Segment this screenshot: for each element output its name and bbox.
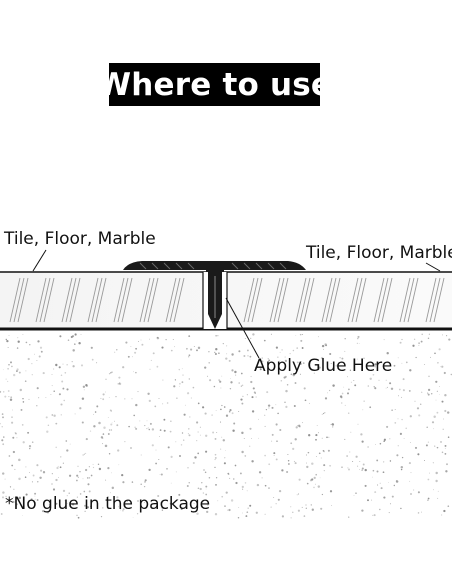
glue-label: Apply Glue Here (254, 356, 393, 376)
leader-glue (225, 297, 260, 359)
leader-right (425, 262, 441, 272)
t-strip-profile (123, 261, 306, 329)
surface-label-left: Tile, Floor, Marble (4, 229, 156, 249)
surface-label-right: Tile, Floor, Marble (306, 243, 452, 263)
page-title: Where to use (97, 63, 332, 106)
leader-lines (32, 249, 441, 359)
package-note: *No glue in the package (5, 494, 211, 514)
concrete-base (0, 331, 452, 521)
leader-left (32, 249, 47, 272)
